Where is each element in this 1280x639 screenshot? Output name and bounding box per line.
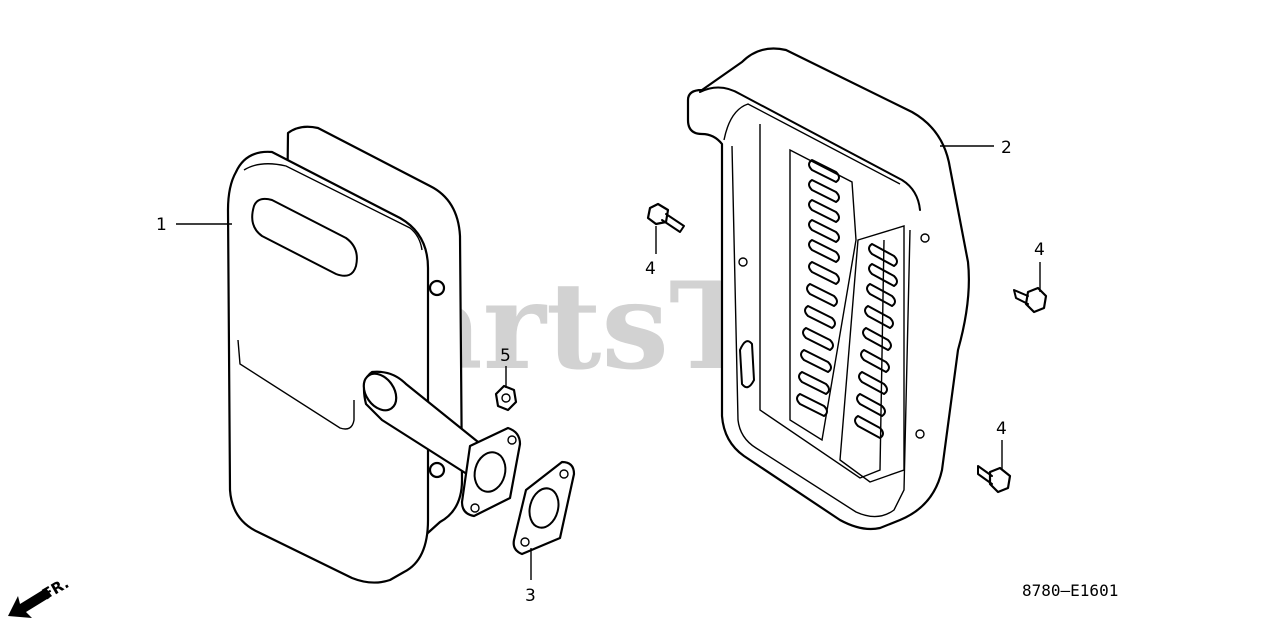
leader-lines (176, 145, 1041, 580)
gasket-bolt-hole-top (559, 469, 569, 479)
gasket-part[interactable] (512, 460, 576, 556)
front-direction-indicator: FR. (8, 574, 72, 618)
bolt-right-top-head (1024, 286, 1048, 314)
protector-hole-right-bottom (915, 429, 925, 439)
bolt-right-top-shank (1013, 289, 1029, 305)
muffler-panel (237, 339, 355, 430)
callout-4-right-bottom[interactable]: 4 (996, 419, 1007, 439)
diagram-code: 8780—E1601 (1022, 581, 1118, 600)
nut-part[interactable] (494, 384, 518, 412)
callout-labels: 1 2 3 4 4 4 5 (156, 138, 1045, 606)
protector-louvers-right (854, 243, 898, 439)
protector-louver-panel-left (789, 148, 857, 442)
protector-outer-shell (686, 47, 970, 531)
protector-hole-left (738, 257, 748, 267)
callout-5[interactable]: 5 (500, 346, 511, 366)
muffler-flange-bolt-hole-top (507, 435, 517, 445)
muffler-flange-bolt-hole-bottom (470, 503, 480, 513)
muffler-pipe-end (362, 372, 398, 412)
muffler-pipe-flange (460, 426, 522, 518)
bolt-right-bottom-head (988, 466, 1012, 494)
nut-hole (501, 393, 511, 403)
callout-4-right-top[interactable]: 4 (1034, 240, 1045, 260)
protector-inner-tray (731, 145, 911, 518)
bolt-top-shank (661, 213, 685, 233)
gasket-hole (528, 487, 560, 529)
bolt-right-bottom-shank (977, 465, 993, 485)
bolt-right-bottom-part[interactable] (977, 465, 1012, 494)
callout-3[interactable]: 3 (525, 586, 536, 606)
muffler-stud-bottom (428, 461, 446, 479)
muffler-rim (243, 163, 423, 251)
front-arrow-icon (8, 588, 52, 618)
protector-top-lip (699, 86, 921, 211)
muffler-part[interactable] (226, 125, 522, 584)
protector-louvers-left (796, 159, 840, 417)
callout-1[interactable]: 1 (156, 215, 167, 235)
callout-4-top[interactable]: 4 (645, 259, 656, 279)
bolt-right-top-part[interactable] (1013, 286, 1048, 314)
callout-2[interactable]: 2 (1001, 138, 1012, 158)
gasket-outline (512, 460, 576, 556)
muffler-stud-top (428, 279, 446, 297)
muffler-protector-part[interactable] (686, 47, 970, 531)
bolt-top-part[interactable] (646, 202, 685, 233)
muffler-body (226, 150, 430, 584)
protector-top-lip-inner (723, 103, 901, 185)
muffler-slot (251, 197, 358, 277)
nut-hex (494, 384, 518, 412)
protector-hole-right-top (920, 233, 930, 243)
muffler-flange-hole (473, 451, 507, 493)
gasket-bolt-hole-bottom (520, 537, 530, 547)
protector-side-slot (739, 340, 755, 389)
protector-louver-panel-right (839, 225, 905, 483)
